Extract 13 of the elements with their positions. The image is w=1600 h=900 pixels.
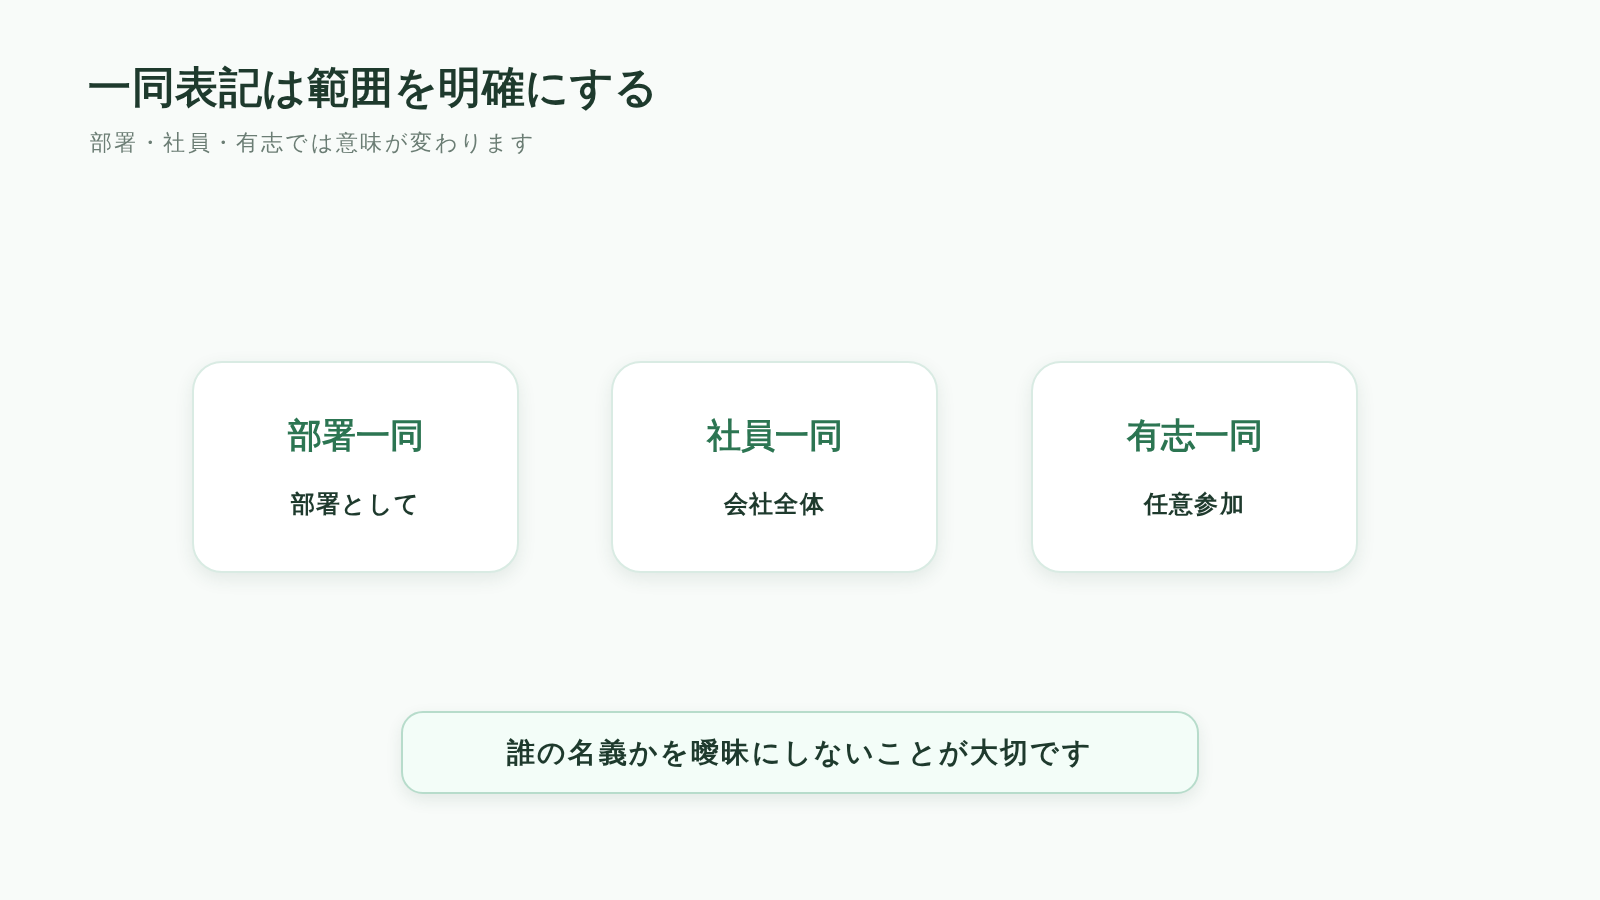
card-heading: 部署一同 (287, 415, 424, 456)
card (611, 361, 938, 573)
card-heading: 社員一同 (706, 415, 843, 456)
card-heading: 有志一同 (1126, 415, 1263, 456)
card (1031, 361, 1358, 573)
callout-text: 誰の名義かを曖昧にしないことが大切です (507, 735, 1093, 770)
card (192, 361, 519, 573)
card-text: 任意参加 (1144, 490, 1245, 519)
callout-box (401, 711, 1199, 794)
card-text: 部署として (291, 490, 420, 519)
card-text: 会社全体 (724, 490, 825, 519)
title: 一同表記は範囲を明確にする (88, 62, 659, 114)
subtitle: 部署・社員・有志では意味が変わります (90, 130, 537, 157)
